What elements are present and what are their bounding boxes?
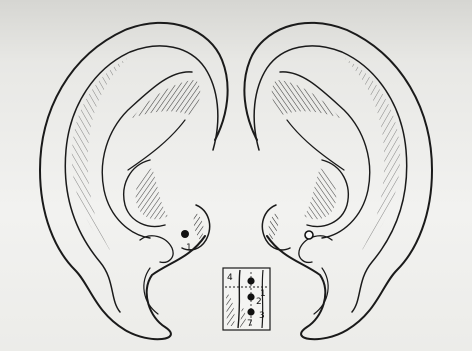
right-ear-concha-shade bbox=[304, 168, 336, 219]
inset-acupoint-middle bbox=[247, 293, 254, 300]
left-ear-helix-outline bbox=[40, 23, 228, 339]
right-ear-antitragus bbox=[299, 236, 332, 263]
left-ear-acupoint-1 bbox=[181, 230, 189, 238]
left-ear bbox=[40, 23, 228, 339]
inset-label-2: 2 bbox=[256, 297, 262, 307]
right-ear-fossa-shade bbox=[272, 80, 340, 118]
right-ear-acupoint bbox=[305, 231, 313, 239]
inset-label-7: 7 bbox=[247, 319, 253, 329]
left-ear-concha-shade bbox=[136, 168, 168, 219]
left-ear-fossa-shade bbox=[132, 80, 200, 118]
right-ear bbox=[244, 23, 432, 339]
right-ear-antihelix-crus bbox=[287, 120, 344, 170]
inset-detail: 4 1 2 3 7 bbox=[223, 268, 270, 330]
right-ear-helix-outline bbox=[244, 23, 432, 339]
inset-label-4: 4 bbox=[227, 273, 233, 283]
inset-acupoint-lower bbox=[247, 308, 254, 315]
right-ear-canal-shade bbox=[269, 212, 279, 240]
left-ear-antitragus bbox=[140, 236, 173, 263]
left-ear-point-label: 1 bbox=[186, 243, 192, 253]
left-ear-canal-shade bbox=[194, 212, 204, 240]
inset-acupoint-upper bbox=[247, 277, 254, 284]
inset-label-3: 3 bbox=[259, 311, 265, 321]
left-ear-antihelix-crus bbox=[128, 120, 185, 170]
